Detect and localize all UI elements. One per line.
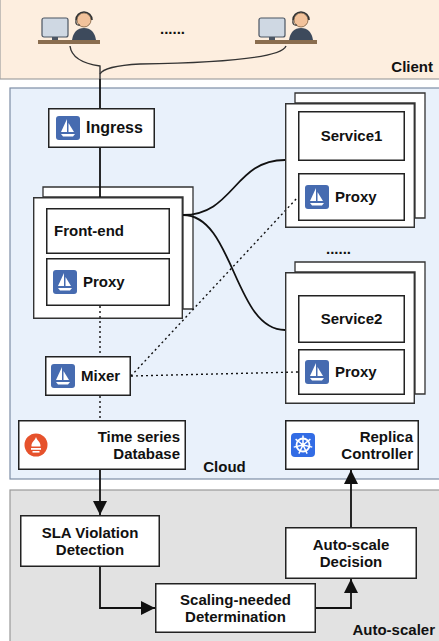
client-agent-icon: [255, 12, 317, 44]
istio-logo: [56, 116, 80, 140]
node-label: Auto-scale Decision: [292, 536, 410, 571]
telemetry-link: [99, 396, 100, 420]
client-band-fill: [0, 0, 439, 79]
k8s-logo-part: [291, 433, 315, 457]
node-label: Auto-scaler: [352, 621, 435, 638]
cloud-region: CloudIngressFront-endProxyService1ProxyS…: [10, 88, 439, 479]
istio-logo-part: [58, 273, 64, 286]
istio-logo-part: [310, 188, 316, 201]
frontend-box: Front-end: [46, 208, 170, 254]
istio-logo-part: [305, 185, 329, 209]
service-box: Service1: [298, 111, 405, 161]
istio-logo-part: [66, 277, 72, 286]
frame-fill: [33, 197, 183, 319]
connector: [99, 470, 101, 515]
node-label: Mixer: [81, 367, 120, 384]
k8s-logo-part: [301, 443, 305, 447]
connector: [100, 567, 155, 608]
node-label: Client: [391, 58, 433, 75]
proxy-box: Proxy: [298, 349, 405, 395]
ellipsis-holder: ......: [160, 20, 185, 37]
istio-logo: [305, 185, 329, 209]
istio-logo-part: [305, 360, 329, 384]
istio-logo: [305, 360, 329, 384]
autoscaler-band: Auto-scaler SLA Violation DetectionScalin…: [10, 490, 439, 641]
prom-logo: [24, 433, 48, 457]
service-box: Service2: [298, 295, 405, 343]
prom-logo-part: [31, 437, 40, 447]
istio-logo-part: [56, 382, 70, 385]
telemetry-link: [131, 372, 298, 376]
ellipsis-label: ......: [326, 240, 351, 257]
istio-logo-part: [64, 371, 70, 380]
istio-logo-part: [69, 123, 75, 132]
node-label: Front-end: [54, 222, 124, 239]
client-agent-icon: [38, 12, 100, 44]
node-label: Cloud: [203, 458, 246, 475]
connector: [316, 579, 351, 608]
node-label: Time series Database: [62, 428, 180, 463]
ellipsis-label: ......: [160, 20, 185, 37]
connector: [183, 215, 285, 330]
process-box: SLA Violation Detection: [20, 515, 160, 567]
controller-box: Replica Controller: [285, 420, 419, 470]
istio-logo-part: [56, 116, 80, 140]
istio-logo-part: [51, 364, 75, 388]
prom-logo-part: [33, 451, 40, 453]
connector: [183, 160, 285, 215]
database-box: Time series Database: [18, 420, 186, 470]
service-stack: Service1Proxy: [285, 103, 415, 228]
proxy-box: Proxy: [46, 258, 170, 306]
frame-fill: [285, 103, 415, 228]
proxy-box: Proxy: [298, 173, 405, 221]
mixer-box: Mixer: [45, 356, 131, 396]
cloud-region-fill: [10, 88, 439, 479]
node-label: Proxy: [335, 363, 377, 380]
istio-logo-part: [53, 270, 77, 294]
process-box: Auto-scale Decision: [285, 527, 417, 579]
node-label: SLA Violation Detection: [27, 524, 153, 559]
process-box: Scaling-needed Determination: [155, 583, 316, 633]
node-label: Service1: [321, 127, 383, 144]
istio-logo-part: [310, 363, 316, 376]
connector: [350, 470, 352, 527]
prom-logo-part: [25, 434, 48, 457]
ellipsis-holder: ......: [326, 240, 351, 257]
prom-logo-part: [31, 448, 41, 450]
istio-logo-part: [56, 367, 62, 380]
ingress-box: Ingress: [48, 108, 155, 148]
node-label: Proxy: [335, 188, 377, 205]
istio-logo-part: [318, 367, 324, 376]
istio-logo-part: [61, 134, 75, 137]
autoscaler-band-fill: [10, 490, 439, 641]
client-wire: [100, 46, 286, 74]
istio-logo: [53, 270, 77, 294]
istio-logo: [51, 364, 75, 388]
istio-logo-part: [310, 378, 324, 381]
node-label: Scaling-needed Determination: [162, 591, 309, 626]
telemetry-link: [99, 306, 100, 356]
istio-logo-part: [310, 203, 324, 206]
k8s-logo: [291, 433, 315, 457]
istio-logo-part: [318, 192, 324, 201]
frame-fill: [285, 272, 415, 404]
node-label: Replica Controller: [323, 428, 413, 463]
node-label: Proxy: [83, 273, 125, 290]
client-band: Client: [0, 0, 439, 79]
frontend-stack: Front-endProxy: [33, 197, 183, 319]
connector: [99, 79, 101, 108]
client-wire: [70, 46, 100, 79]
node-label: Service2: [321, 310, 383, 327]
istio-logo-part: [58, 288, 72, 291]
istio-logo-part: [61, 119, 67, 132]
service-stack: Service2Proxy: [285, 272, 415, 404]
node-label: Ingress: [86, 119, 143, 137]
connector: [99, 148, 101, 197]
